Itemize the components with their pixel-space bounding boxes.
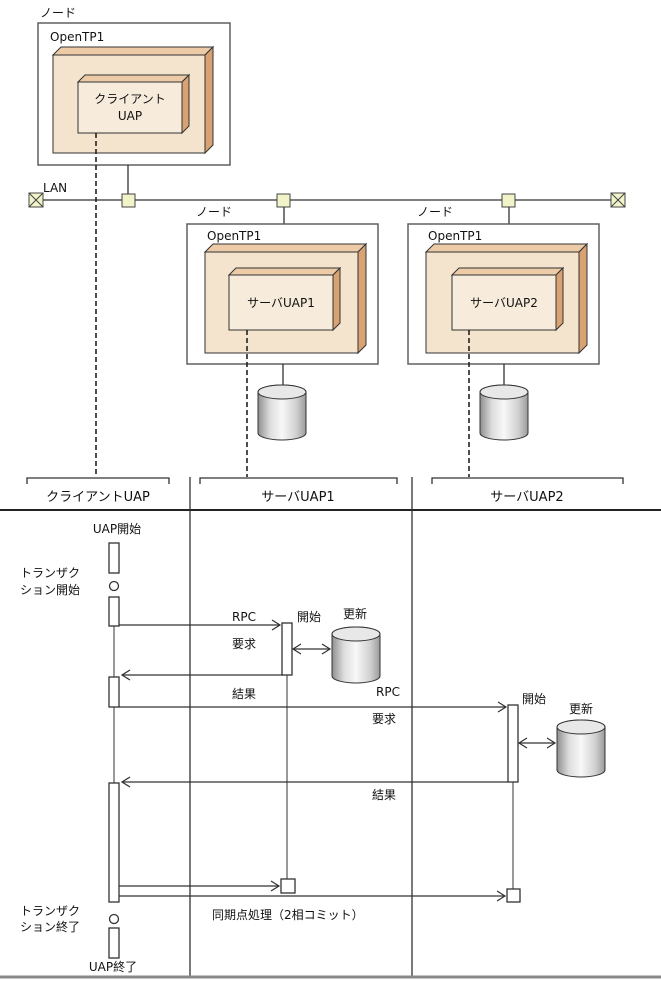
server-uap1-box-front-face <box>228 274 334 331</box>
server-uap2-box-top-face <box>450 267 565 276</box>
lifeline-header-client: クライアントUAP <box>46 490 150 505</box>
node2-outer-box-top-face <box>203 243 368 253</box>
uap-start-label: UAP開始 <box>93 522 141 536</box>
node-client: ノード OpenTP1 クライアント UAP <box>37 6 231 166</box>
node1-outer-box-side-face <box>204 45 214 155</box>
rpc1-update-label: 更新 <box>343 606 367 621</box>
node-server1: ノード OpenTP1 サーバUAP1 <box>186 205 379 441</box>
tx-start-node <box>108 580 120 592</box>
lan: LAN <box>28 165 626 224</box>
tx-end-label-line1: トランザク <box>20 904 80 918</box>
tx-start-label-line1: トランザク <box>20 566 80 580</box>
node3-platform-label: OpenTP1 <box>428 229 482 243</box>
client-uap-box-top-face <box>76 74 191 83</box>
node1-label: ノード <box>40 6 76 20</box>
server-uap2-box-side-face <box>555 266 564 332</box>
node3-outer-box-top-face <box>424 243 589 253</box>
lifeline-header-server2: サーバUAP2 <box>490 490 563 505</box>
rpc2-label: RPC <box>376 685 400 699</box>
server2-sync-node <box>506 888 521 903</box>
rpc1-start-label: 開始 <box>297 610 321 624</box>
node3-label: ノード <box>417 205 453 219</box>
server-uap2-label: サーバUAP2 <box>470 296 538 310</box>
bracket-server1 <box>199 477 398 484</box>
node2-label: ノード <box>196 205 232 219</box>
client-activation-1 <box>108 542 120 574</box>
server-uap1-box-top-face <box>227 267 342 276</box>
server-uap2-box-front-face <box>451 274 557 331</box>
server1-update-database-icon <box>331 626 381 684</box>
node2-db-top <box>257 384 307 400</box>
client-uap-label-line2: UAP <box>118 109 142 123</box>
syncpoint-label: 同期点処理（2相コミット） <box>212 908 364 922</box>
lan-terminator-right-icon <box>610 192 626 208</box>
rpc1-label: RPC <box>232 610 256 624</box>
lan-tap-node2 <box>276 193 291 208</box>
rpc2-start-label: 開始 <box>522 692 546 706</box>
server2-update-db-top <box>556 719 606 735</box>
lan-tap-node1 <box>121 193 136 208</box>
rpc-server2-flow: RPC 要求 開始 更新 結果 <box>119 685 606 889</box>
uap-end-label: UAP終了 <box>89 959 137 974</box>
node2-platform-label: OpenTP1 <box>207 229 261 243</box>
lan-terminator-right-cross <box>610 192 626 208</box>
rpc-server1-flow: RPC 要求 開始 更新 結果 <box>119 606 381 879</box>
node1-outer-box-top-face <box>51 46 215 56</box>
syncpoint-flow: 同期点処理（2相コミット） <box>119 878 521 922</box>
node1-platform-label: OpenTP1 <box>50 30 104 44</box>
sequence-header: クライアントUAP サーバUAP1 サーバUAP2 <box>0 477 661 511</box>
server2-activation <box>507 704 519 783</box>
client-activation-5 <box>108 927 120 959</box>
rpc2-request-label: 要求 <box>372 712 396 726</box>
server2-update-database-icon <box>556 719 606 778</box>
lan-terminator-left-icon <box>28 192 44 208</box>
rpc2-result-label: 結果 <box>372 788 396 802</box>
client-activation-3 <box>108 676 120 708</box>
rpc1-request-label: 要求 <box>232 637 256 651</box>
client-uap-label-line1: クライアント <box>94 92 166 106</box>
lifeline-header-server1: サーバUAP1 <box>261 490 334 505</box>
lan-terminator-left-cross <box>28 192 44 208</box>
node3-db-top <box>479 384 529 400</box>
server-uap1-box-side-face <box>332 266 341 332</box>
rpc1-result-label: 結果 <box>232 687 256 701</box>
lan-tap-node3 <box>501 193 516 208</box>
client-uap-box-side-face <box>181 73 190 135</box>
bracket-server2 <box>431 477 624 484</box>
server1-activation <box>281 622 293 676</box>
node3-database-icon <box>479 384 529 441</box>
tx-end-node <box>108 913 120 925</box>
node2-database-icon <box>257 384 307 441</box>
client-lifeline: UAP開始 トランザク ション開始 トランザク ション終了 UAP終了 <box>20 522 141 974</box>
node-server2: ノード OpenTP1 サーバUAP2 <box>407 205 600 441</box>
tx-end-label-line2: ション終了 <box>20 919 80 934</box>
server-uap1-label: サーバUAP1 <box>247 296 315 310</box>
client-activation-4 <box>108 782 120 903</box>
tx-start-label-line2: ション開始 <box>20 583 80 597</box>
server1-update-db-top <box>331 626 381 642</box>
client-activation-2 <box>108 596 120 627</box>
bracket-client <box>26 477 170 484</box>
lan-label: LAN <box>43 181 67 195</box>
rpc2-update-label: 更新 <box>569 701 593 716</box>
server1-sync-node <box>280 878 296 894</box>
client-uap-box-front-face <box>77 81 183 134</box>
node3-outer-box-side-face <box>578 242 588 355</box>
node2-outer-box-side-face <box>357 242 367 355</box>
